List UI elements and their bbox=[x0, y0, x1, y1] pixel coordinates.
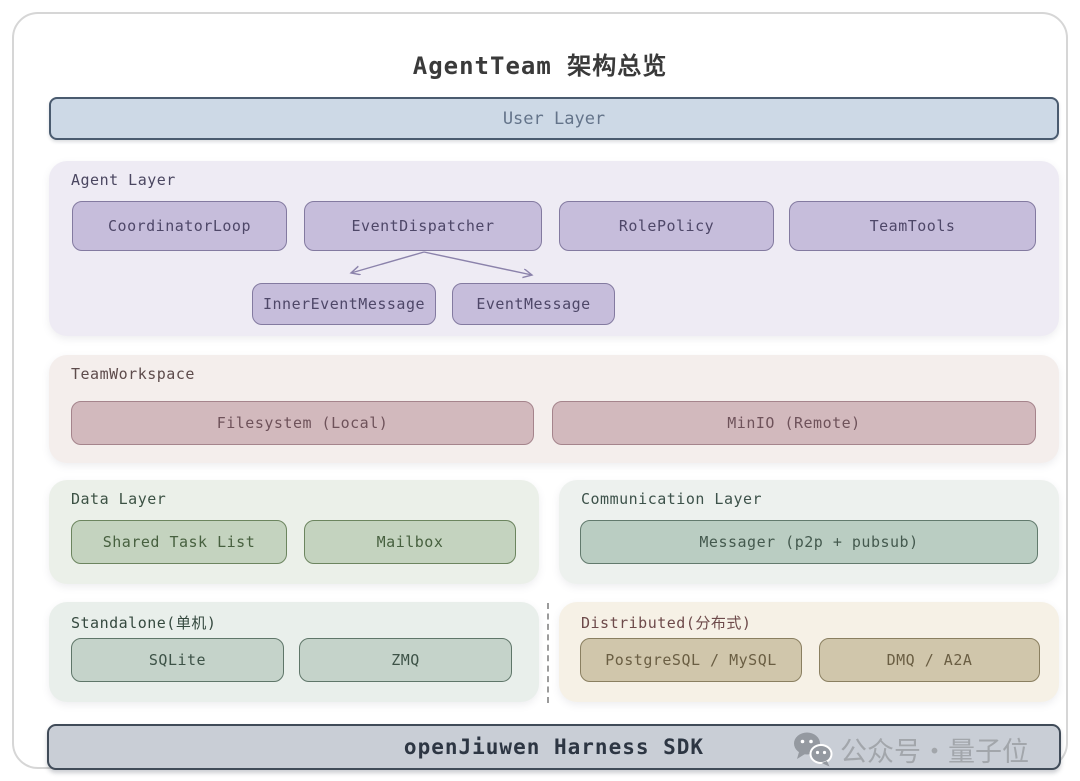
communication-layer-label: Communication Layer bbox=[581, 490, 763, 508]
sqlite-box: SQLite bbox=[71, 638, 284, 682]
zmq-box: ZMQ bbox=[299, 638, 512, 682]
event-dispatcher-box: EventDispatcher bbox=[304, 201, 542, 251]
data-layer-container: Data Layer Shared Task List Mailbox bbox=[49, 480, 539, 584]
communication-layer-container: Communication Layer Messager (p2p + pubs… bbox=[559, 480, 1059, 584]
data-layer-label: Data Layer bbox=[71, 490, 167, 508]
coordinator-loop-box: CoordinatorLoop bbox=[72, 201, 287, 251]
standalone-container: Standalone(单机) SQLite ZMQ bbox=[49, 602, 539, 702]
team-tools-box: TeamTools bbox=[789, 201, 1036, 251]
inner-event-message-box: InnerEventMessage bbox=[252, 283, 436, 325]
watermark-text: 公众号・量子位 bbox=[840, 736, 1029, 767]
mailbox-box: Mailbox bbox=[304, 520, 516, 564]
messager-box: Messager (p2p + pubsub) bbox=[580, 520, 1038, 564]
agent-layer-label: Agent Layer bbox=[71, 171, 176, 189]
minio-remote-box: MinIO (Remote) bbox=[552, 401, 1036, 445]
wechat-icon bbox=[793, 731, 833, 767]
distributed-label: Distributed(分布式) bbox=[581, 614, 752, 632]
distributed-container: Distributed(分布式) PostgreSQL / MySQL DMQ … bbox=[559, 602, 1059, 702]
watermark: 公众号・量子位 bbox=[793, 728, 1029, 770]
architecture-card: AgentTeam 架构总览 User Layer Agent Layer Co… bbox=[12, 12, 1068, 770]
team-workspace-label: TeamWorkspace bbox=[71, 365, 195, 383]
filesystem-local-box: Filesystem (Local) bbox=[71, 401, 534, 445]
dmq-a2a-box: DMQ / A2A bbox=[819, 638, 1040, 682]
user-layer-bar: User Layer bbox=[49, 97, 1059, 140]
agent-layer-container: Agent Layer CoordinatorLoop EventDispatc… bbox=[49, 161, 1059, 336]
sdk-bar-label: openJiuwen Harness SDK bbox=[403, 735, 705, 759]
standalone-distributed-divider bbox=[547, 603, 549, 703]
postgresql-mysql-box: PostgreSQL / MySQL bbox=[580, 638, 802, 682]
user-layer-label: User Layer bbox=[502, 108, 606, 129]
shared-task-list-box: Shared Task List bbox=[71, 520, 287, 564]
standalone-label: Standalone(单机) bbox=[71, 614, 217, 632]
role-policy-box: RolePolicy bbox=[559, 201, 774, 251]
event-message-box: EventMessage bbox=[452, 283, 615, 325]
team-workspace-container: TeamWorkspace Filesystem (Local) MinIO (… bbox=[49, 355, 1059, 463]
page-title: AgentTeam 架构总览 bbox=[412, 52, 668, 80]
sdk-bar: openJiuwen Harness SDK bbox=[47, 724, 1061, 770]
